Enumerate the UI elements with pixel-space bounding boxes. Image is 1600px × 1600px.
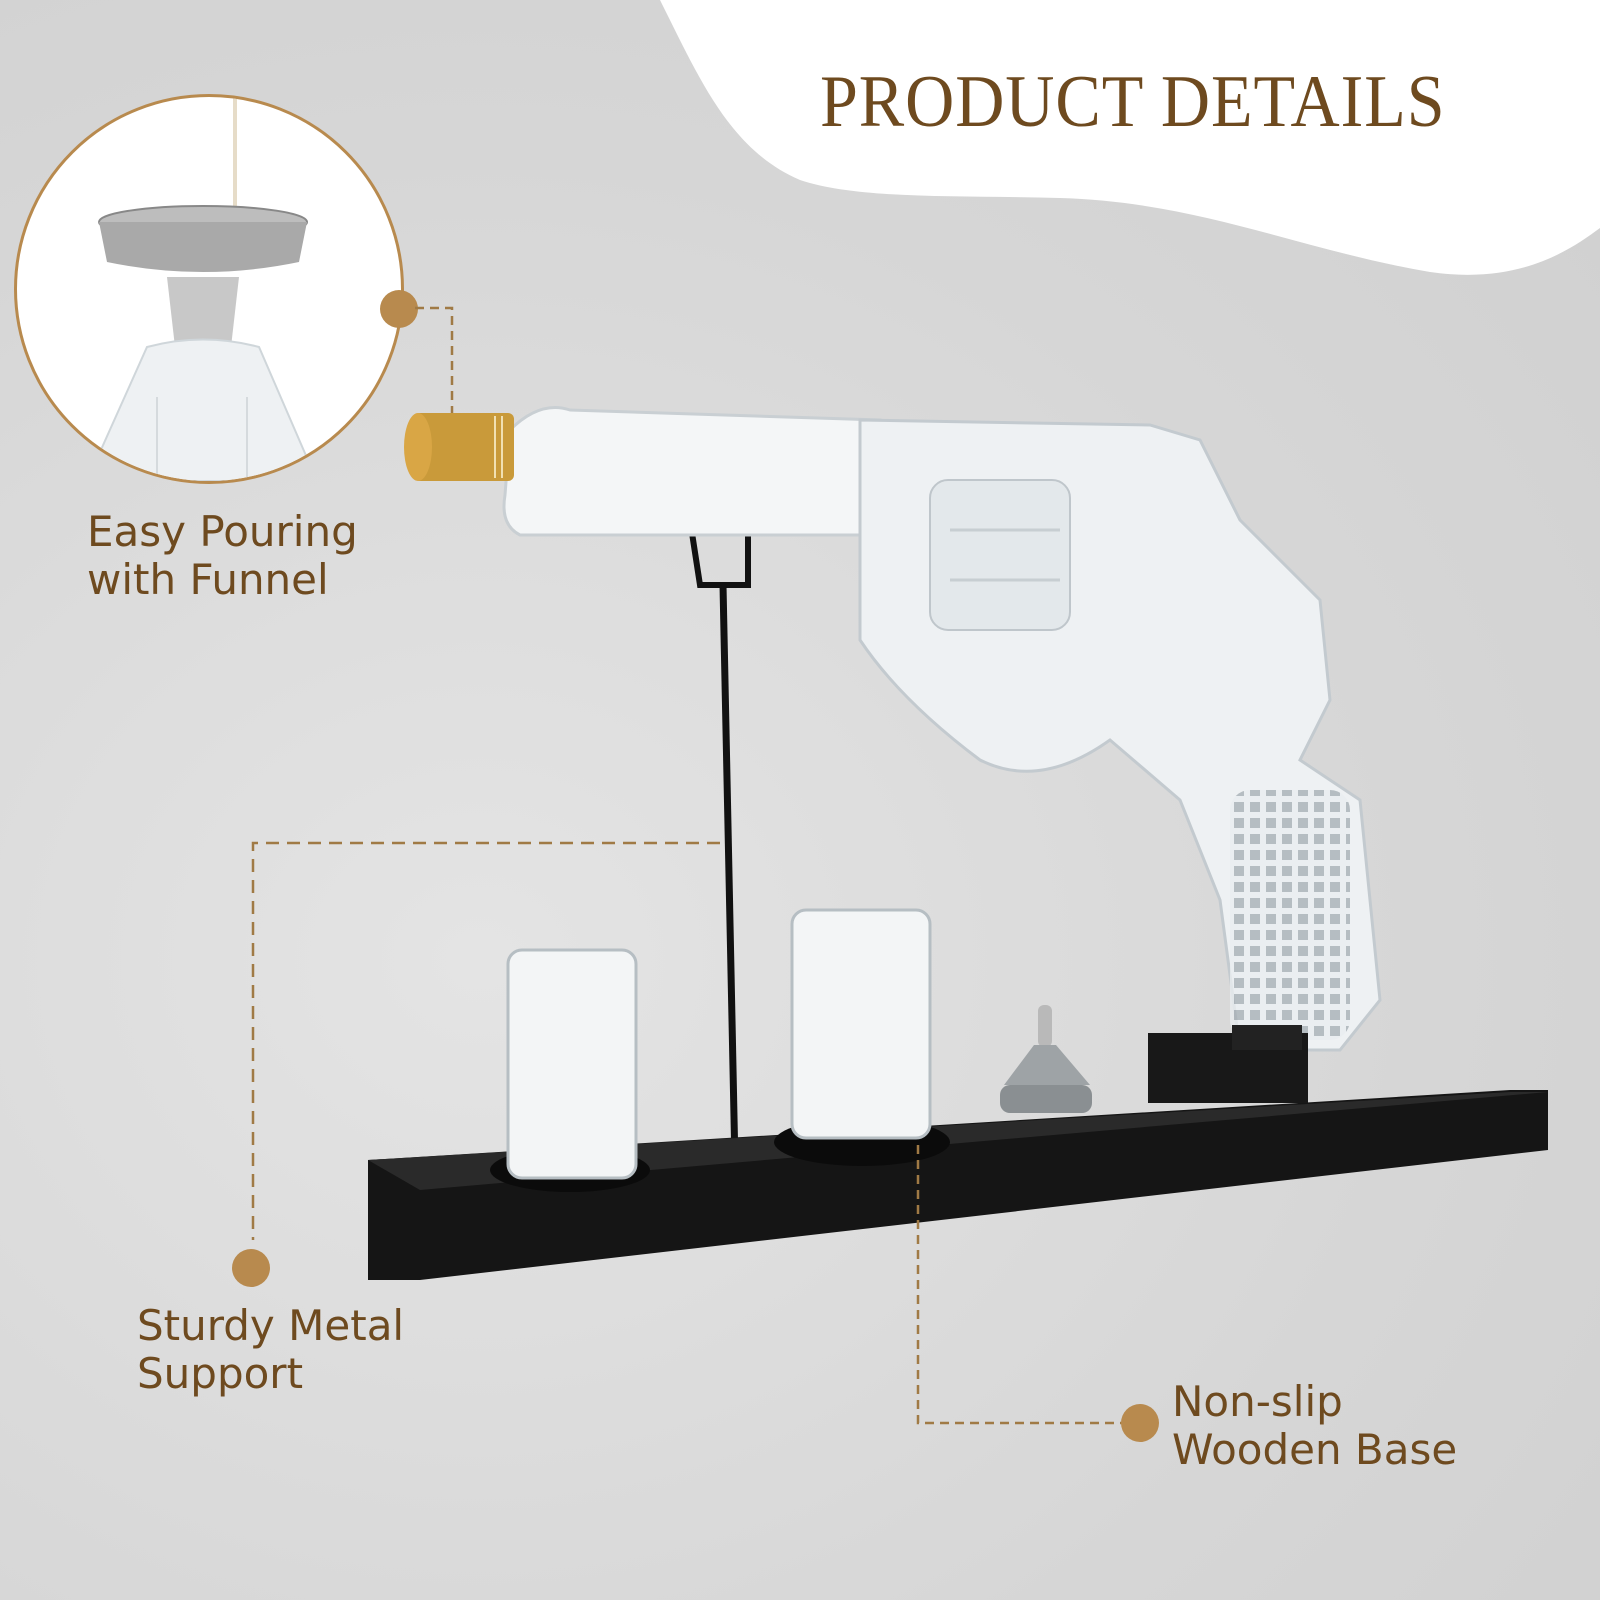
callout-base-line1: Non-slip <box>1172 1377 1343 1426</box>
callout-label-funnel: Easy Pouring with Funnel <box>87 508 358 604</box>
callout-support-line2: Support <box>137 1349 304 1398</box>
callout-label-support: Sturdy Metal Support <box>137 1302 404 1398</box>
callout-label-base: Non-slip Wooden Base <box>1172 1378 1457 1474</box>
funnel-pour-illustration <box>85 97 319 481</box>
callout-base-line2: Wooden Base <box>1172 1425 1458 1474</box>
callout-funnel-line1: Easy Pouring <box>87 507 358 556</box>
callout-dot-base <box>1121 1404 1159 1442</box>
page-title: PRODUCT DETAILS <box>820 61 1446 143</box>
callout-line-funnel <box>415 306 454 425</box>
funnel-detail-circle <box>14 94 404 484</box>
callout-dot-funnel <box>380 290 418 328</box>
callout-line-base <box>916 1145 1125 1425</box>
callout-line-support <box>251 841 720 1240</box>
callout-support-line1: Sturdy Metal <box>137 1301 405 1350</box>
callout-dot-support <box>232 1249 270 1287</box>
callout-funnel-line2: with Funnel <box>87 555 329 604</box>
